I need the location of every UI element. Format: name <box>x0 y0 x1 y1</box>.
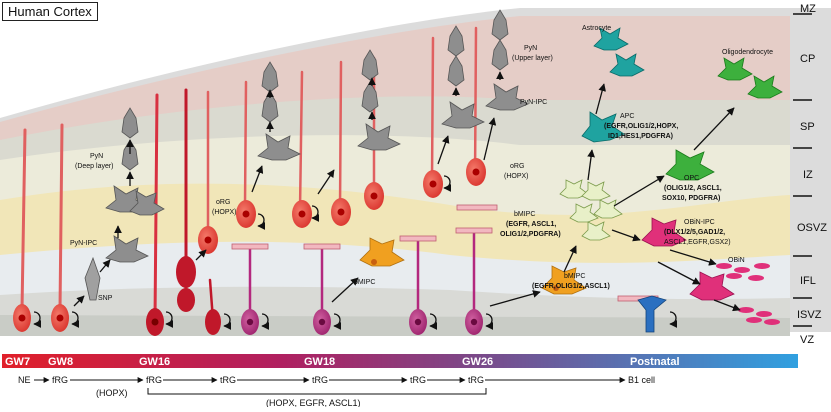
timeline-stage-gw7: GW7 <box>5 356 30 368</box>
lineage-trg-3: tRG <box>410 375 426 385</box>
label-apc-3: ID1,HES1,PDGFRA) <box>608 133 673 140</box>
layer-label-isvz: ISVZ <box>797 309 822 321</box>
label-bmipc-bot-1: bMIPC <box>564 273 585 280</box>
lineage-note-markers: (HOPX, EGFR, ASCL1) <box>266 398 361 407</box>
label-org-2-sub: (HOPX) <box>504 173 529 180</box>
label-opc-3: SOX10, PDGFRA) <box>662 195 720 202</box>
label-apc-2: (EGFR,OLIG1/2,HOPX, <box>604 123 678 130</box>
timeline-stage-gw26: GW26 <box>462 356 493 368</box>
page-title: Human Cortex <box>2 2 98 21</box>
timeline-stage-gw8: GW8 <box>48 356 73 368</box>
lineage-frg-2: fRG <box>146 375 162 385</box>
lineage-trg-2: tRG <box>312 375 328 385</box>
label-obin-ipc-3: ASCL1,EGFR,GSX2) <box>664 239 731 246</box>
label-bmipc-top-3: OLIG1/2,PDGFRA) <box>500 231 561 238</box>
label-bmipc-top-1: bMIPC <box>514 211 535 218</box>
lineage-ne: NE <box>18 375 31 385</box>
label-bmipc-bot-2: (EGFR,OLIG1/2,ASCL1) <box>532 283 610 290</box>
ventricular-cells <box>13 158 486 336</box>
label-org-2: oRG <box>510 163 524 170</box>
lineage-trg-1: tRG <box>220 375 236 385</box>
timeline-stage-gw18: GW18 <box>304 356 335 368</box>
label-pyn-ipc-upper: PyN-IPC <box>520 99 547 106</box>
label-pyn-ipc-deep: PyN-IPC <box>70 240 97 247</box>
layer-label-iz: IZ <box>803 169 813 181</box>
lineage-row: NE fRG fRG tRG tRG tRG tRG B1 cell (HOPX… <box>18 375 655 408</box>
label-obin: OBiN <box>728 257 745 264</box>
layer-label-vz: VZ <box>800 334 814 346</box>
layer-label-sp: SP <box>800 121 815 133</box>
lineage-bracket <box>147 388 487 395</box>
cell-annotations: SNP PyN-IPC PyN (Deep layer) oRG (HOPX) … <box>70 25 773 302</box>
label-pyn-deep-2: (Deep layer) <box>75 163 114 170</box>
label-pyn-upper-2: (Upper layer) <box>512 55 553 62</box>
lineage-arrows <box>73 71 741 312</box>
label-oligodendrocyte: Oligodendrocyte <box>722 49 773 56</box>
label-pyn-upper-1: PyN <box>524 45 537 52</box>
label-org-1-sub: (HOPX) <box>212 209 237 216</box>
label-org-1: oRG <box>216 199 230 206</box>
self-renewal-arrows <box>33 175 678 330</box>
lineage-b1-cell: B1 cell <box>628 375 655 385</box>
timeline-stage-postnatal: Postnatal <box>630 356 680 368</box>
label-astrocyte: Astrocyte <box>582 25 611 32</box>
label-obin-ipc-1: OBiN-IPC <box>684 219 715 226</box>
layer-label-osvz: OSVZ <box>797 222 827 234</box>
layer-label-mz: MZ <box>800 3 816 15</box>
label-obin-ipc-2: (DLX1/2/5,GAD1/2, <box>664 229 725 236</box>
lineage-note-hopx: (HOPX) <box>96 388 128 398</box>
timeline-bar <box>2 354 798 368</box>
label-opc-2: (OLIG1/2, ASCL1, <box>664 185 722 192</box>
label-bmipc-small: bMIPC <box>354 279 375 286</box>
label-apc-1: APC <box>620 113 634 120</box>
timeline-stage-gw16: GW16 <box>139 356 170 368</box>
lineage-trg-4: tRG <box>468 375 484 385</box>
pyramidal-neurons <box>84 9 529 301</box>
layer-markers: MZ CP SP IZ OSVZ IFL ISVZ VZ <box>793 3 827 346</box>
glial-cells <box>359 27 783 333</box>
label-bmipc-top-2: (EGFR, ASCL1, <box>506 221 556 228</box>
lineage-frg-1: fRG <box>52 375 68 385</box>
label-opc-1: OPC <box>684 175 699 182</box>
label-snp: SNP <box>98 295 113 302</box>
label-pyn-deep-1: PyN <box>90 153 103 160</box>
timeline: GW7 GW8 GW16 GW18 GW26 Postnatal <box>2 354 798 368</box>
layer-label-cp: CP <box>800 53 815 65</box>
trg-endfeet <box>231 204 659 302</box>
layer-label-ifl: IFL <box>800 275 816 287</box>
